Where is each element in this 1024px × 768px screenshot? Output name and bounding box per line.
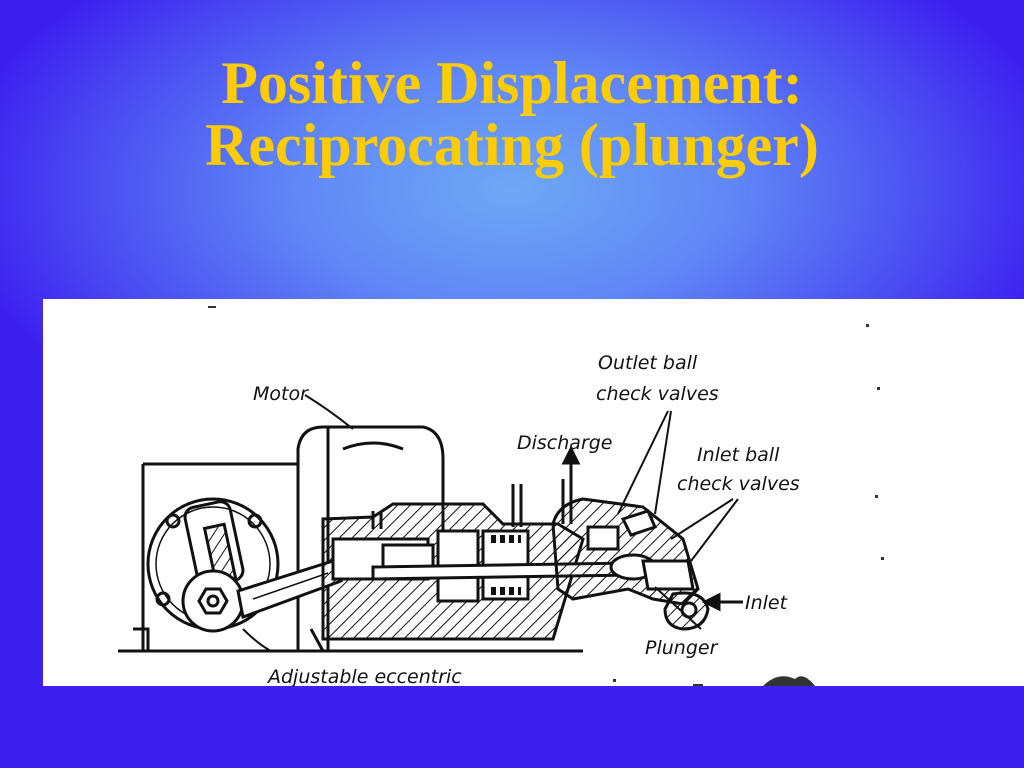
- eccentric-and-rod: [181, 559, 343, 633]
- pump-head: [551, 497, 710, 631]
- pump-diagram: Motor Discharge Outlet ball check valves…: [118, 306, 884, 686]
- slide-title-line-2: Reciprocating (plunger): [205, 112, 819, 178]
- leader-lines: [242, 394, 739, 652]
- discharge-arrow: [561, 445, 581, 489]
- scan-specks: [208, 306, 884, 686]
- pump-diagram-panel: Motor Discharge Outlet ball check valves…: [43, 299, 1024, 686]
- label-discharge: Discharge: [517, 432, 613, 454]
- label-motor: Motor: [253, 383, 309, 405]
- label-plunger: Plunger: [645, 637, 719, 659]
- slide-title: Positive Displacement: Reciprocating (pl…: [0, 52, 1024, 176]
- inlet-arrow: [701, 592, 743, 612]
- label-inlet-valves-2: check valves: [677, 473, 800, 495]
- label-outlet-valves-1: Outlet ball: [598, 352, 698, 374]
- label-inlet: Inlet: [745, 592, 789, 614]
- label-inlet-valves-1: Inlet ball: [697, 444, 780, 466]
- motor-face: [146, 497, 280, 631]
- label-outlet-valves-2: check valves: [596, 383, 719, 405]
- slide-title-line-1: Positive Displacement:: [221, 50, 803, 116]
- label-adjustable-eccentric: Adjustable eccentric: [266, 666, 462, 686]
